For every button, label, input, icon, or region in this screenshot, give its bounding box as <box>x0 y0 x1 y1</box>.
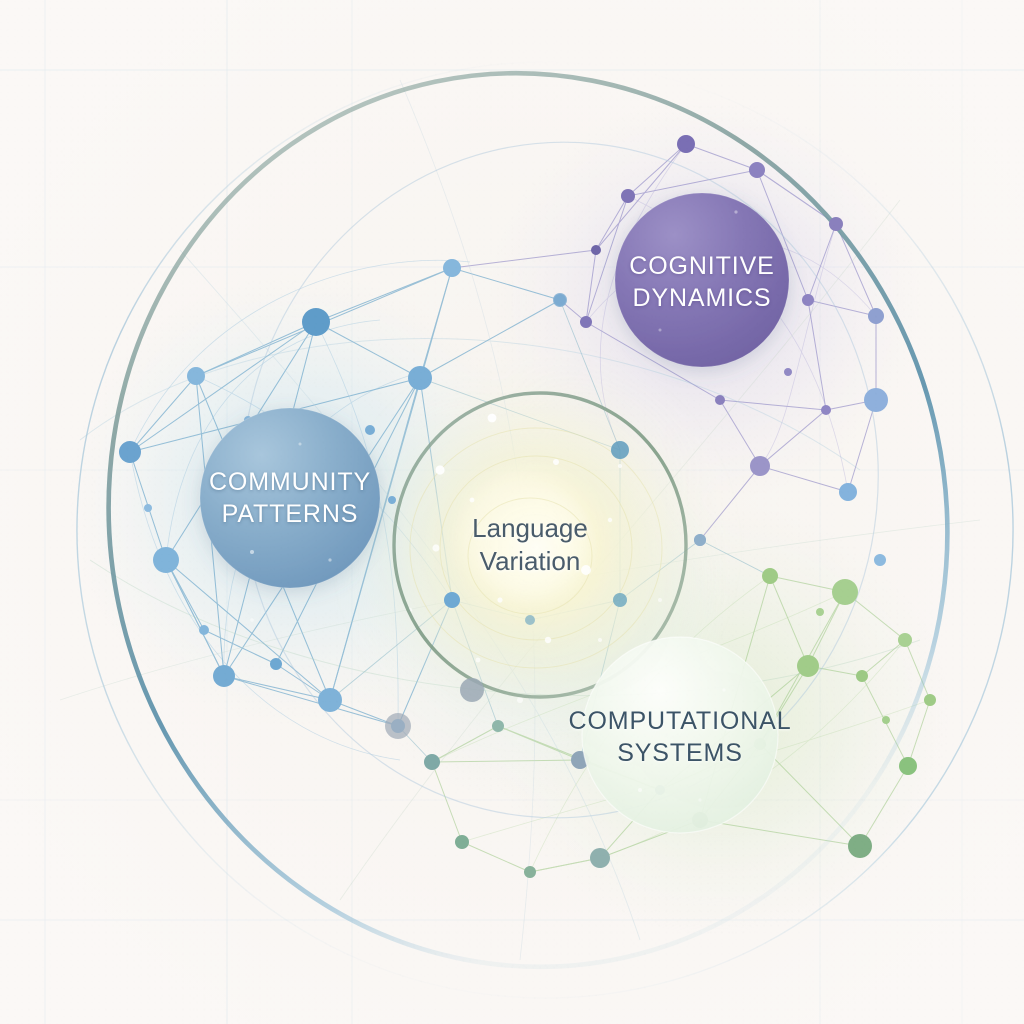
secondary-ellipse <box>76 61 1014 999</box>
sphere-sparkles <box>250 210 738 802</box>
language-glow <box>358 370 714 726</box>
outer-boundary-ellipses <box>76 61 1014 999</box>
domain-sphere-community[interactable] <box>199 407 381 589</box>
language-variation-ring <box>392 391 688 699</box>
domain-sphere-cognitive[interactable] <box>614 192 790 368</box>
network-nodes-bridges <box>385 293 706 739</box>
domain-sphere-computational[interactable] <box>581 636 779 834</box>
outer-ellipse <box>106 70 950 970</box>
glow-inner-rings <box>409 427 663 669</box>
